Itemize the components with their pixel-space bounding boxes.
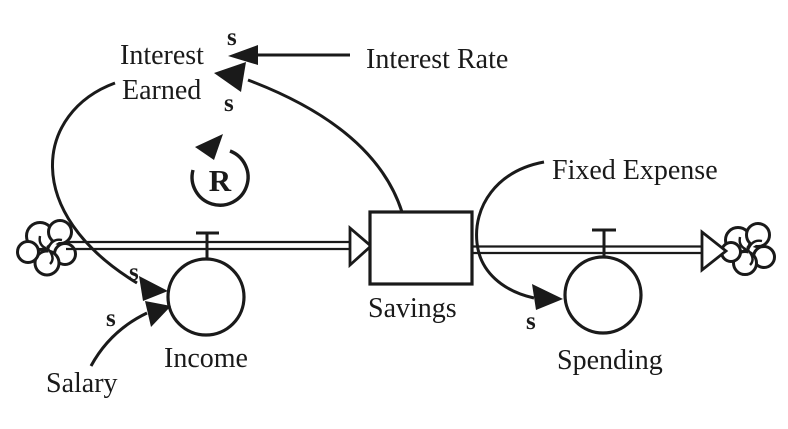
fixed-expense-label: Fixed Expense	[552, 155, 718, 186]
savings-stock-box	[368, 210, 474, 286]
salary-label: Salary	[46, 368, 118, 399]
interest-rate-arrowhead-icon	[228, 45, 258, 65]
savings-to-interest-earned-arrowhead-icon	[214, 62, 246, 92]
polarity-mark-savings-link: s	[224, 90, 234, 117]
income-label: Income	[164, 343, 248, 374]
reinforcing-loop-label: R	[209, 163, 232, 198]
spending-valve-icon	[563, 228, 643, 335]
reinforcing-loop-icon: R	[190, 134, 250, 207]
salary-to-income-link	[89, 311, 148, 367]
polarity-mark-interest-earned-link: s	[129, 259, 139, 286]
sink-cloud-icon	[720, 222, 776, 276]
fixed-expense-to-spending-link	[475, 160, 545, 300]
fixed-expense-arrowhead-icon	[532, 284, 563, 310]
inflow-pipe	[66, 240, 352, 251]
income-valve-icon	[166, 231, 246, 337]
outflow-pipe	[472, 245, 704, 255]
spending-label: Spending	[557, 345, 663, 376]
outflow-arrowhead-icon	[700, 229, 729, 273]
interest-earned-label-line2: Earned	[122, 75, 201, 106]
polarity-mark-fixed-expense-link: s	[526, 308, 536, 335]
source-cloud-icon	[16, 219, 77, 277]
interest-earned-label-line1: Interest	[120, 40, 204, 71]
interest-earned-to-income-link	[51, 81, 138, 285]
savings-label: Savings	[368, 293, 457, 324]
inflow-arrowhead-icon	[348, 224, 374, 269]
savings-to-interest-earned-link	[247, 78, 404, 213]
polarity-mark-salary-link: s	[106, 305, 116, 332]
interest-earned-to-income-arrowhead-icon	[139, 276, 168, 301]
salary-arrowhead-icon	[145, 301, 171, 327]
interest-rate-label: Interest Rate	[366, 44, 508, 75]
polarity-mark-interest-rate: s	[227, 24, 237, 51]
